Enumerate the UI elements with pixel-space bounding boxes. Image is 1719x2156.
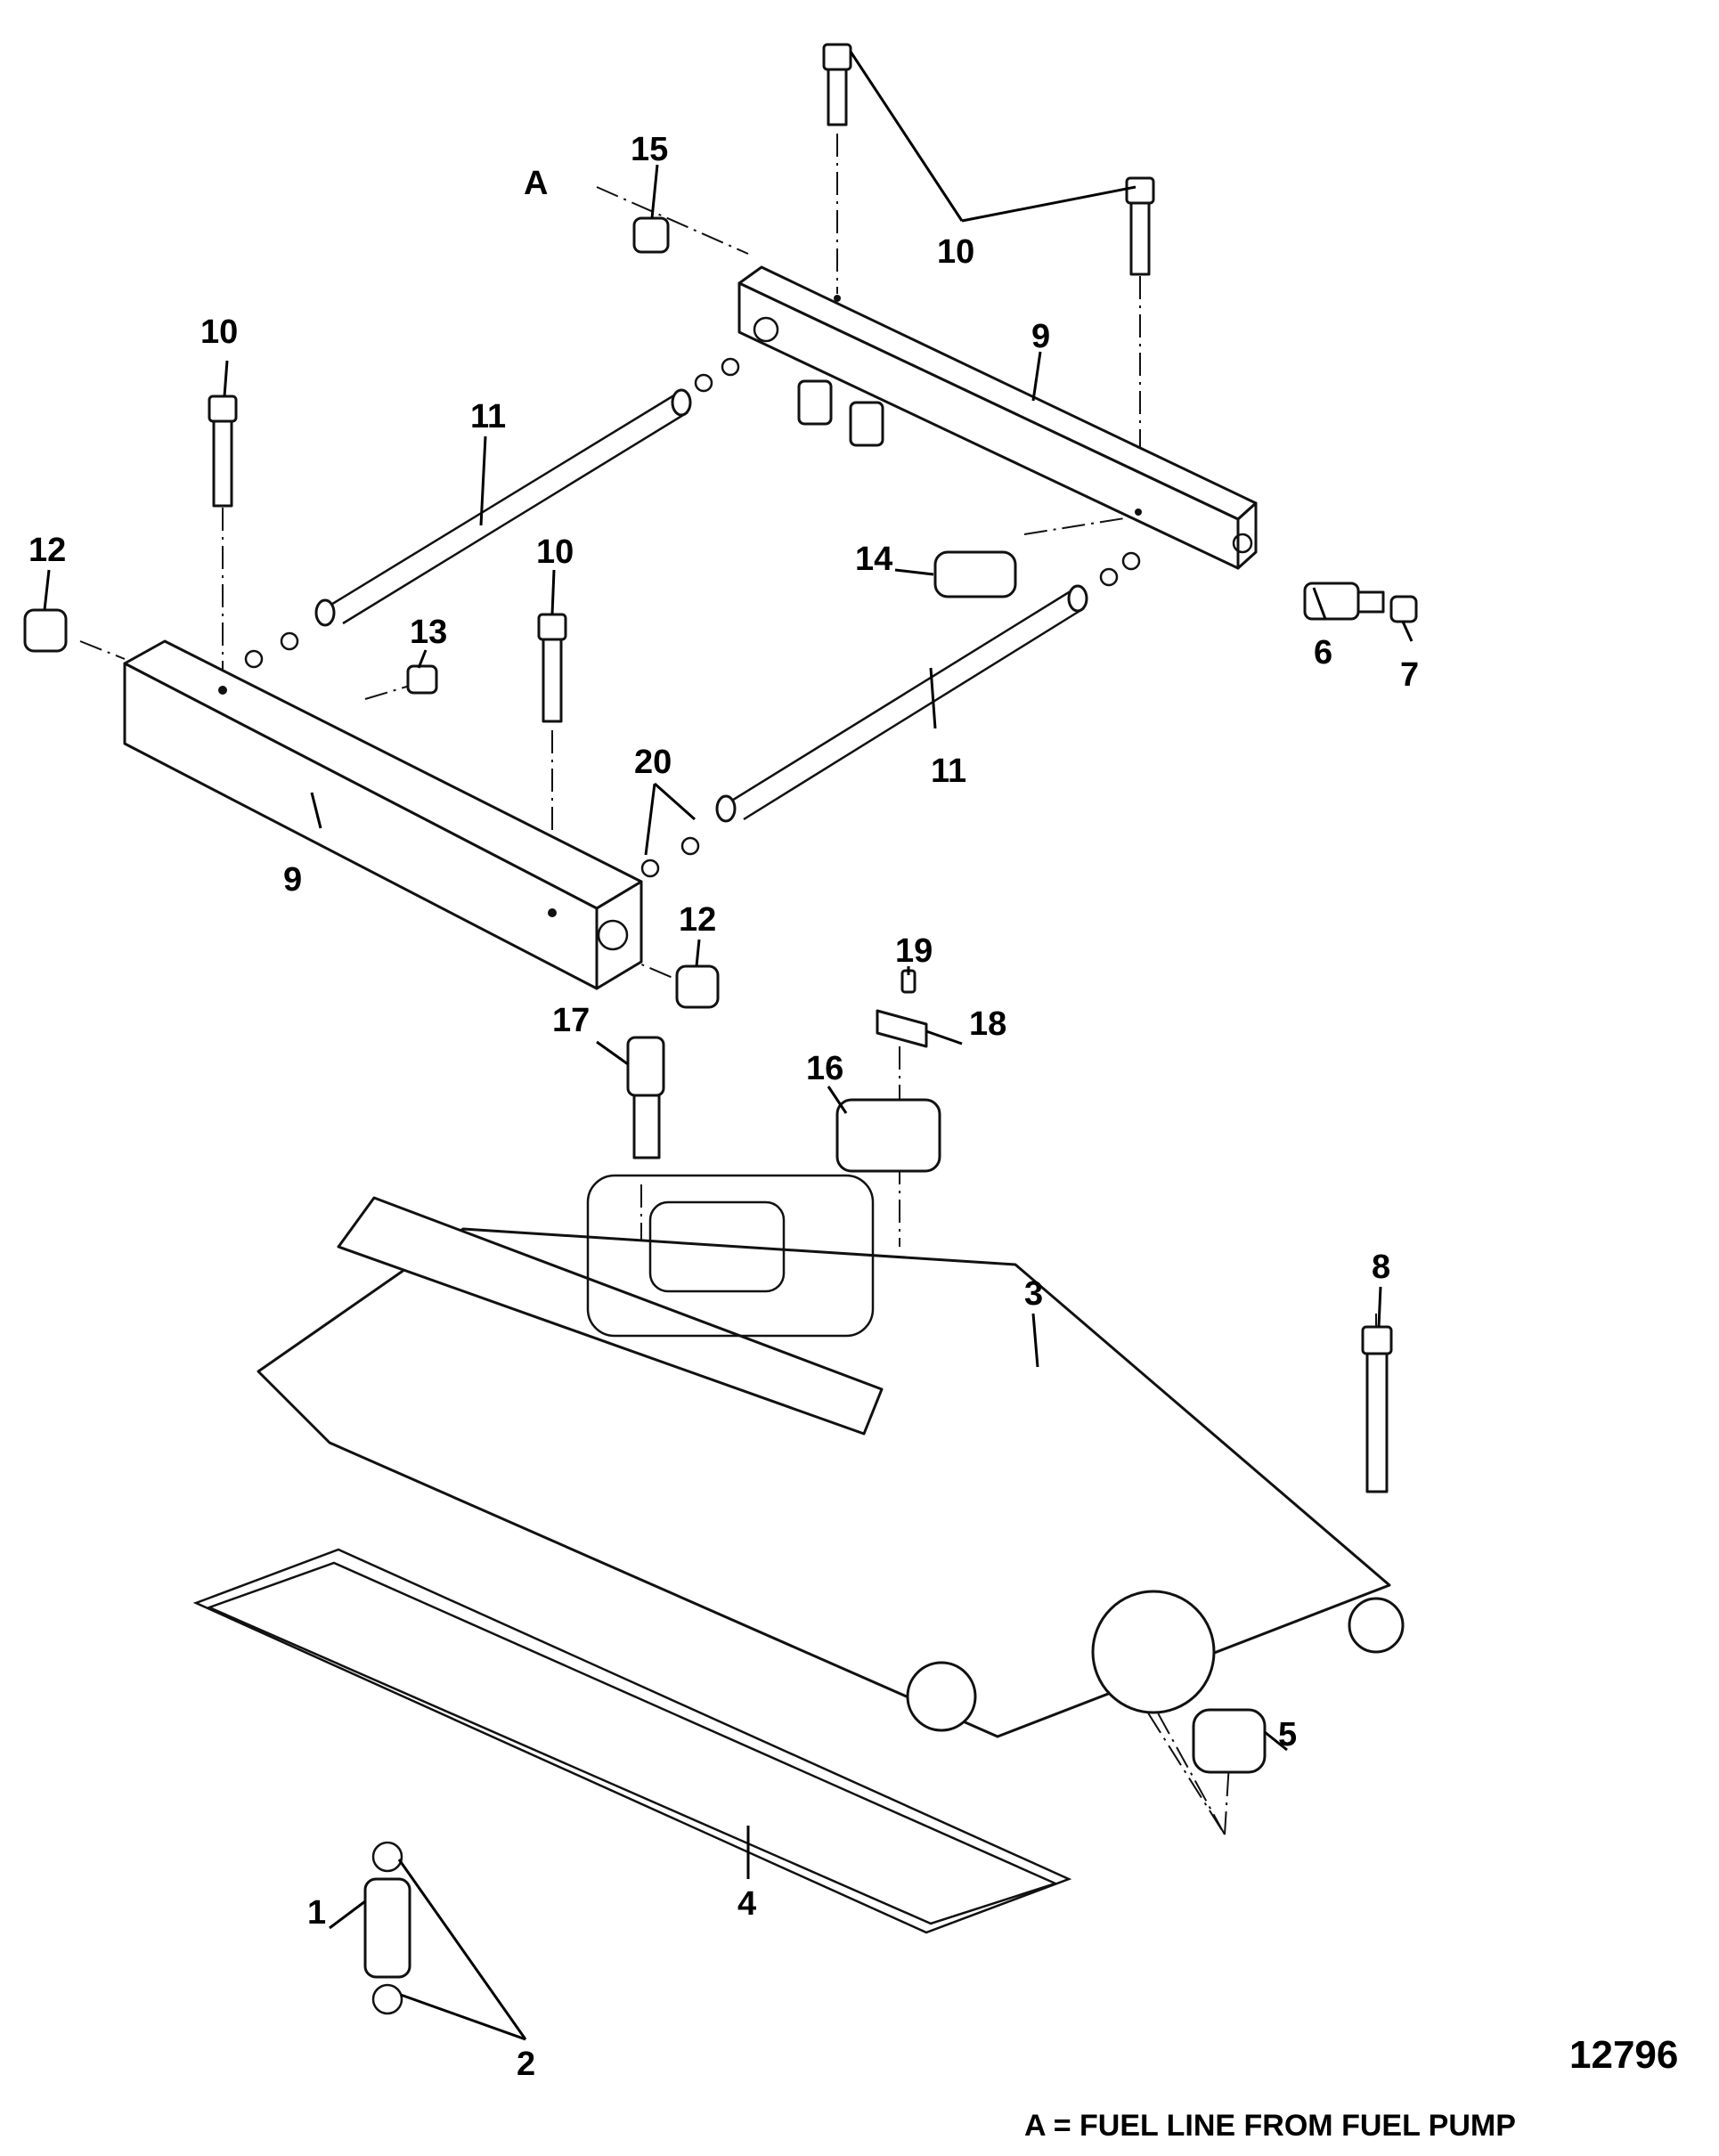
- fuel-injector: [363, 1841, 411, 2015]
- fitting-15: [632, 216, 670, 254]
- bolt-top: [822, 43, 852, 126]
- fitting-7: [1389, 595, 1418, 623]
- fitting-13: [406, 664, 438, 695]
- fuel-rail-upper: [737, 265, 1258, 570]
- callout-9-lower: 9: [283, 861, 302, 899]
- crossover-tube-lower: [640, 551, 1141, 878]
- plug-12-right: [675, 964, 720, 1009]
- callout-9-upper: 9: [1031, 318, 1050, 355]
- callout-10-top: 10: [937, 233, 974, 271]
- bolt-left: [208, 395, 238, 508]
- crossover-tube-upper: [244, 357, 740, 669]
- callout-1: 1: [307, 1894, 326, 1932]
- callout-19: 19: [895, 932, 933, 970]
- callout-13: 13: [410, 614, 447, 651]
- callout-6: 6: [1314, 634, 1332, 671]
- legend-note: A = FUEL LINE FROM FUEL PUMP: [1024, 2109, 1516, 2143]
- callout-10-left: 10: [200, 313, 238, 351]
- callout-15: 15: [631, 131, 668, 168]
- callout-20: 20: [634, 744, 672, 781]
- plug-5: [1192, 1708, 1267, 1774]
- fitting-6: [1303, 582, 1385, 621]
- sensor-17: [626, 1036, 665, 1159]
- sensor-14: [933, 550, 1017, 598]
- drawing-number: 12796: [1569, 2033, 1678, 2077]
- label-a: A: [524, 165, 548, 202]
- bolt-center: [537, 613, 567, 723]
- callout-2: 2: [517, 2046, 535, 2083]
- callout-16: 16: [806, 1050, 843, 1087]
- callout-17: 17: [552, 1002, 590, 1039]
- callout-8: 8: [1372, 1249, 1390, 1286]
- fuel-rail-lower: [123, 639, 643, 990]
- callout-11-lower: 11: [931, 753, 966, 790]
- bolt-right: [1125, 176, 1155, 276]
- sensor-16: [835, 1098, 941, 1173]
- leader-lines: [43, 51, 1413, 2041]
- bolt-8: [1361, 1325, 1393, 1493]
- manifold-gasket: [192, 1548, 1072, 1934]
- callout-11-upper: 11: [470, 398, 506, 435]
- callout-10-center: 10: [536, 533, 574, 571]
- callout-12-right: 12: [679, 901, 716, 939]
- intake-manifold: [257, 1174, 1405, 1738]
- callout-3: 3: [1024, 1275, 1043, 1313]
- callout-18: 18: [969, 1005, 1006, 1043]
- clip-18: [876, 1009, 928, 1048]
- callout-labels: A 15 10 9 10 11 12 13 10 14 6 7 11 9 20 …: [29, 131, 1419, 2083]
- callout-4: 4: [737, 1885, 756, 1923]
- callout-5: 5: [1278, 1716, 1297, 1753]
- callout-12-left: 12: [29, 532, 66, 569]
- callout-14: 14: [855, 541, 892, 578]
- callout-7: 7: [1400, 656, 1419, 694]
- plug-12-left: [23, 608, 68, 653]
